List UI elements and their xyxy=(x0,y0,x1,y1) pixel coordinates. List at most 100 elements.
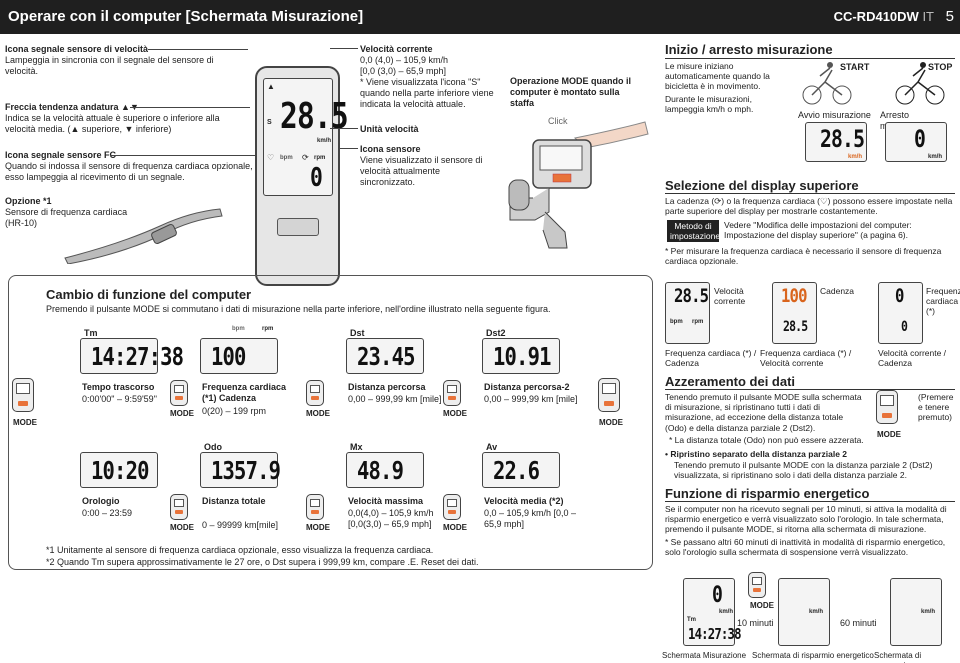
section-rule xyxy=(665,389,955,390)
func-item-tag: Av xyxy=(486,442,498,452)
func-item-title: Distanza totale xyxy=(202,496,266,506)
func-item-lcd: 1357.9 xyxy=(200,452,281,488)
unit-title: Unità velocità xyxy=(360,124,419,134)
lcd-avvio: 28.5 km/h xyxy=(805,122,867,162)
lcd2-caption: Frequenza cardiaca (*) / Velocità corren… xyxy=(760,348,852,369)
func-item-lcd: 10.91 xyxy=(482,338,560,374)
func-item-title: Distanza percorsa xyxy=(348,382,426,392)
option-title: Opzione *1 xyxy=(5,196,52,207)
stop-label: STOP xyxy=(928,62,953,72)
speed-unit: km/h xyxy=(317,138,332,144)
leader-line xyxy=(130,107,250,108)
func-item-lcd: 100 xyxy=(200,338,278,374)
lcd1-bpm: bpm xyxy=(670,319,683,325)
power-title: Funzione di risparmio energetico xyxy=(665,486,870,501)
page-header: Operare con il computer [Schermata Misur… xyxy=(0,0,960,34)
click-label: Click xyxy=(548,116,568,126)
power-sleep-unit: km/h xyxy=(921,609,936,615)
func-item-value: 14:27:38 xyxy=(91,342,184,371)
power-lcd-unit: km/h xyxy=(719,609,734,615)
func-device-icon-left xyxy=(12,378,34,412)
func-mode-label: MODE xyxy=(443,409,467,418)
heart-icon: ♡ xyxy=(267,153,275,162)
power-saving-unit: km/h xyxy=(809,609,824,615)
leader-line xyxy=(148,49,248,50)
func-item-range: 0:00'00" – 9:59'59" xyxy=(82,394,157,404)
section-rule xyxy=(665,58,955,59)
leader-line xyxy=(330,48,358,49)
func-item-lcd: 10:20 xyxy=(80,452,158,488)
func-item-value: 48.9 xyxy=(357,456,404,485)
lcd3-small: 0 xyxy=(901,319,908,335)
computer-device: ▲ S 28.5 km/h ♡ bpm ⟳ rpm 0 xyxy=(255,66,349,286)
func-mode-label: MODE xyxy=(443,523,467,532)
func-item-lcd: 22.6 xyxy=(482,452,560,488)
arrow-title: Freccia tendenza andatura ▲▼ xyxy=(5,102,139,112)
reset-title: Azzeramento dei dati xyxy=(665,374,796,389)
section-rule xyxy=(665,193,955,194)
func-item-value: 23.45 xyxy=(357,342,415,371)
lcd2-label: Cadenza xyxy=(820,286,855,296)
reset-separate-label: Ripristino separato della distanza parzi… xyxy=(670,449,848,459)
lcd-arresto: 0 km/h xyxy=(885,122,947,162)
reset-note: * La distanza totale (Odo) non può esser… xyxy=(669,435,864,445)
func-item-title: Distanza percorsa-2 xyxy=(484,382,570,392)
fc-title: Icona segnale sensore FC xyxy=(5,150,117,160)
cadence-icon: ⟳ xyxy=(302,153,309,162)
func-mode-label: MODE xyxy=(170,523,194,532)
reset-separate-text: Tenendo premuto il pulsante MODE con la … xyxy=(674,460,933,481)
function-title: Cambio di funzione del computer xyxy=(46,287,252,302)
power-lcd-measure: 0 km/h Tm 14:27:38 xyxy=(683,578,742,646)
func-item-range: 0,00 – 999,99 km [mile] xyxy=(348,394,442,404)
velocity-title: Velocità corrente xyxy=(360,44,433,54)
device-screen: ▲ S 28.5 km/h ♡ bpm ⟳ rpm 0 xyxy=(263,78,349,196)
func-item-lcd: 48.9 xyxy=(346,452,424,488)
start-label: START xyxy=(840,62,870,72)
lcd3-caption: Velocità corrente / Cadenza xyxy=(878,348,947,369)
func-item-range: 0,0 – 105,9 km/h [0,0 – 65,9 mph] xyxy=(484,508,577,529)
func-item-range: 0:00 – 23:59 xyxy=(82,508,133,518)
section-rule xyxy=(665,501,955,502)
start-stop-text-2: Durante le misurazioni, lampeggia km/h o… xyxy=(665,94,754,115)
func-item-range: 0 – 99999 km[mile] xyxy=(202,520,279,530)
upper-lcd-1: 28.5 bpm rpm xyxy=(665,282,710,344)
mode-operation-text: Operazione MODE quando il computer è mon… xyxy=(510,76,632,108)
speed-value: 28.5 xyxy=(280,96,349,137)
start-stop-title: Inizio / arresto misurazione xyxy=(665,42,833,57)
func-mode-device-icon xyxy=(443,494,461,520)
func-item-title: Velocità media (*2) xyxy=(484,496,564,506)
func-item-tag: Tm xyxy=(84,328,98,338)
reset-press-hold: (Premere e tenere premuto) xyxy=(918,392,954,423)
speed-s-label: S xyxy=(267,119,272,126)
sensor-text: Viene visualizzato il sensore di velocit… xyxy=(360,155,483,187)
method-text: Vedere "Modifica delle impostazioni del … xyxy=(724,220,912,241)
ten-minutes: 10 minuti xyxy=(737,618,774,628)
model-name: CC-RD410DW IT xyxy=(834,9,934,25)
arrow-text-1: Indica se la velocità attuale è superior… xyxy=(5,113,220,123)
leader-line xyxy=(110,155,260,156)
func-item-tag: Mx xyxy=(350,442,363,452)
func-mode-left: MODE xyxy=(13,418,37,427)
func-item-title: Tempo trascorso xyxy=(82,382,155,392)
arrow-text-2: velocità media. (▲ superiore, ▼ inferior… xyxy=(5,124,172,134)
caption-sleep: Schermata di sospensione xyxy=(874,651,922,663)
lcd1-label: Velocità corrente xyxy=(714,286,746,307)
velocity-note: * Viene visualizzata l'icona "S" quando … xyxy=(360,77,494,109)
func-item-title: Frequenza cardiaca (*1) Cadenza xyxy=(202,382,287,403)
mode-button[interactable] xyxy=(277,218,319,236)
power-lcd-tm-value: 14:27:38 xyxy=(688,625,742,643)
mounted-computer-image xyxy=(508,121,649,249)
heart-rate-strap-image xyxy=(64,208,223,264)
func-item-title: Orologio xyxy=(82,496,120,506)
function-subtitle: Premendo il pulsante MODE si commutano i… xyxy=(46,304,551,314)
power-lcd-saving: km/h xyxy=(778,578,830,646)
arrow-up-icon: ▲ xyxy=(267,82,275,91)
lcd2-small: 28.5 xyxy=(783,319,808,335)
lcd3-label: Frequenza cardiaca (*) xyxy=(926,286,960,317)
func-mode-label: MODE xyxy=(170,409,194,418)
option-text-2: (HR-10) xyxy=(5,218,38,228)
power-lcd-tm: Tm xyxy=(687,617,696,623)
rpm-label: rpm xyxy=(314,155,326,161)
speed-icon-title: Icona segnale sensore di velocità xyxy=(5,44,149,54)
func-mode-right: MODE xyxy=(599,418,623,427)
